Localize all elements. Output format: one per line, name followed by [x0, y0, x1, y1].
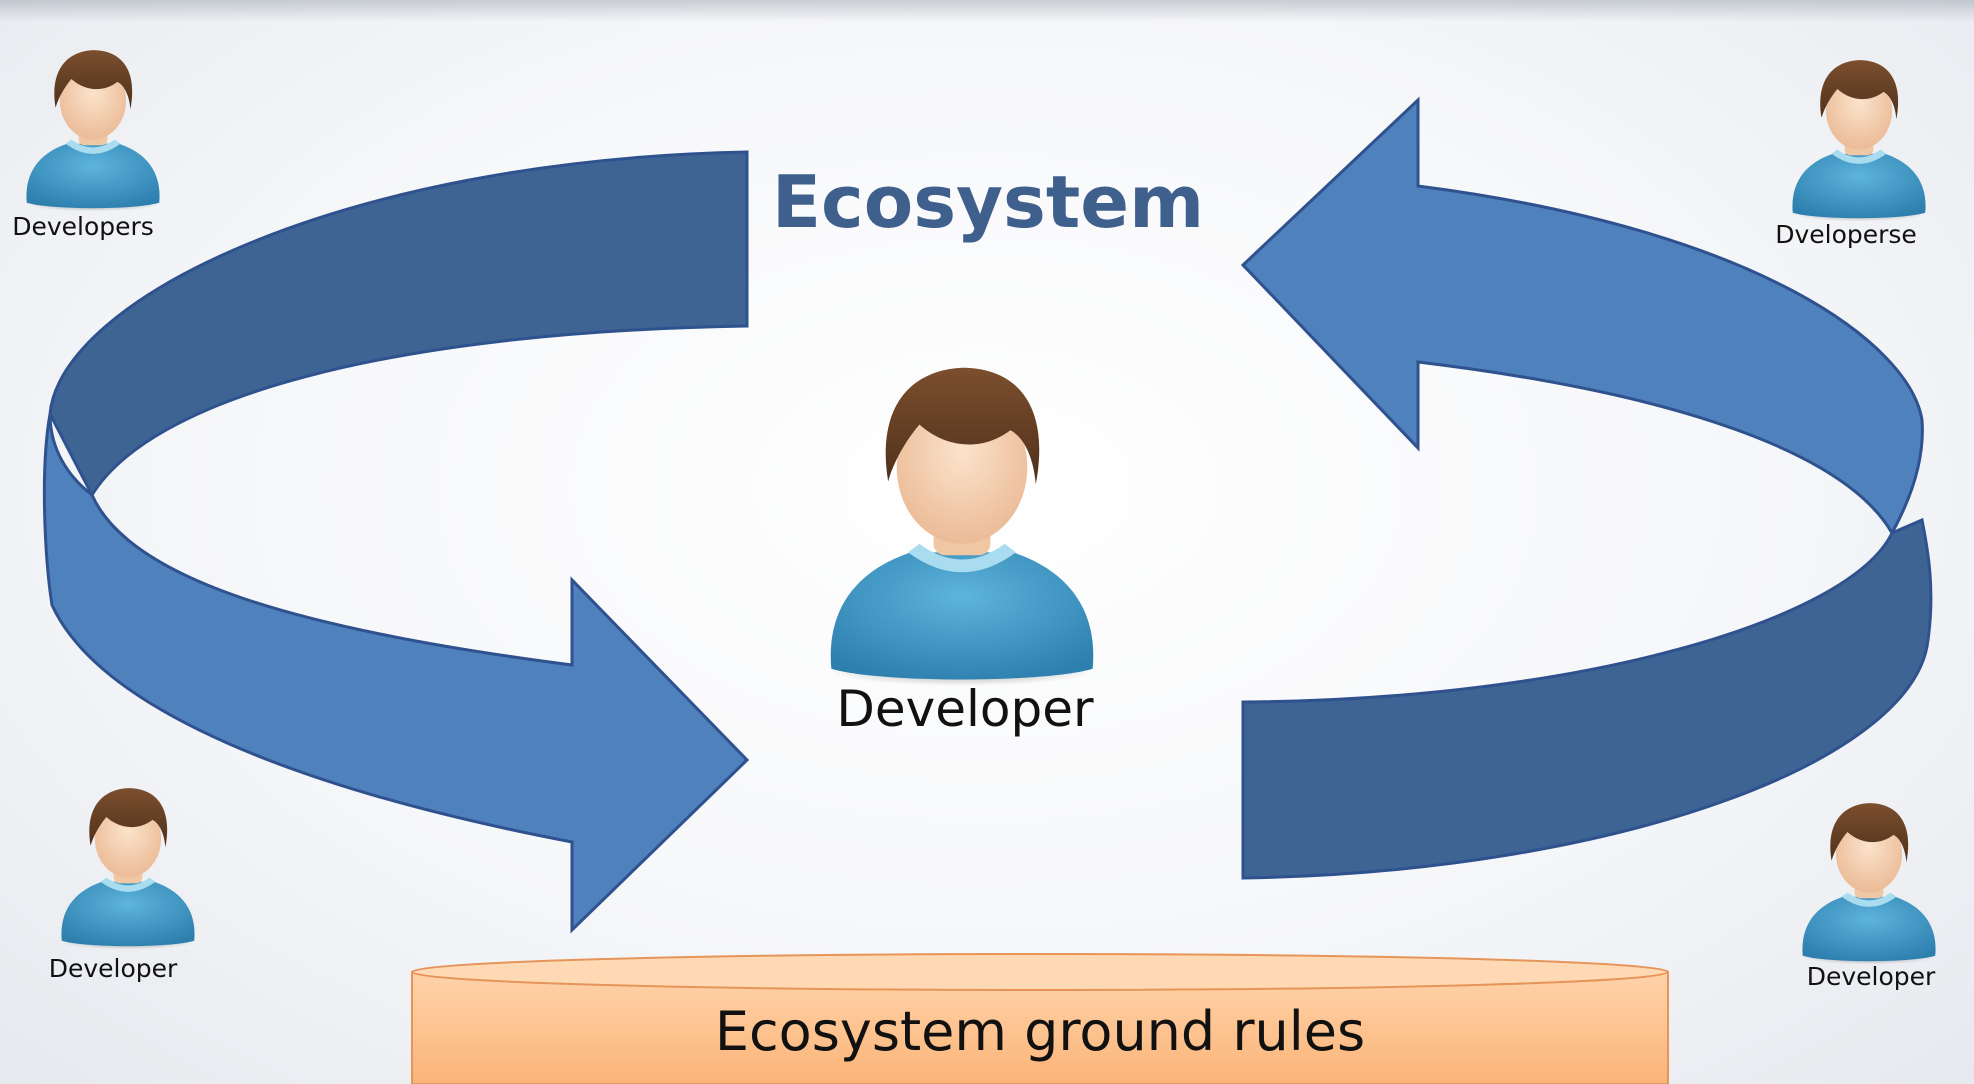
- person-label-bottom-left: Developer: [48, 954, 178, 983]
- right-cycle-arrow: [1240, 96, 1933, 880]
- person-label-bottom-right: Developer: [1806, 962, 1936, 991]
- person-icon: [1802, 803, 1936, 965]
- center-person-label: Developer: [836, 680, 1094, 738]
- person-icon: [1792, 60, 1926, 222]
- ground-rules-platform: [411, 953, 1669, 1084]
- diagram-title: Ecosystem: [771, 160, 1205, 244]
- platform-label: Ecosystem ground rules: [714, 1000, 1366, 1063]
- person-icon: [830, 367, 1094, 686]
- person-label-top-right: Dveloperse: [1775, 220, 1917, 249]
- left-cycle-arrow: [42, 150, 750, 934]
- top-shadow: [0, 0, 1974, 22]
- person-label-top-left: Developers: [12, 212, 154, 241]
- person-icon: [61, 788, 195, 950]
- person-icon: [26, 50, 160, 212]
